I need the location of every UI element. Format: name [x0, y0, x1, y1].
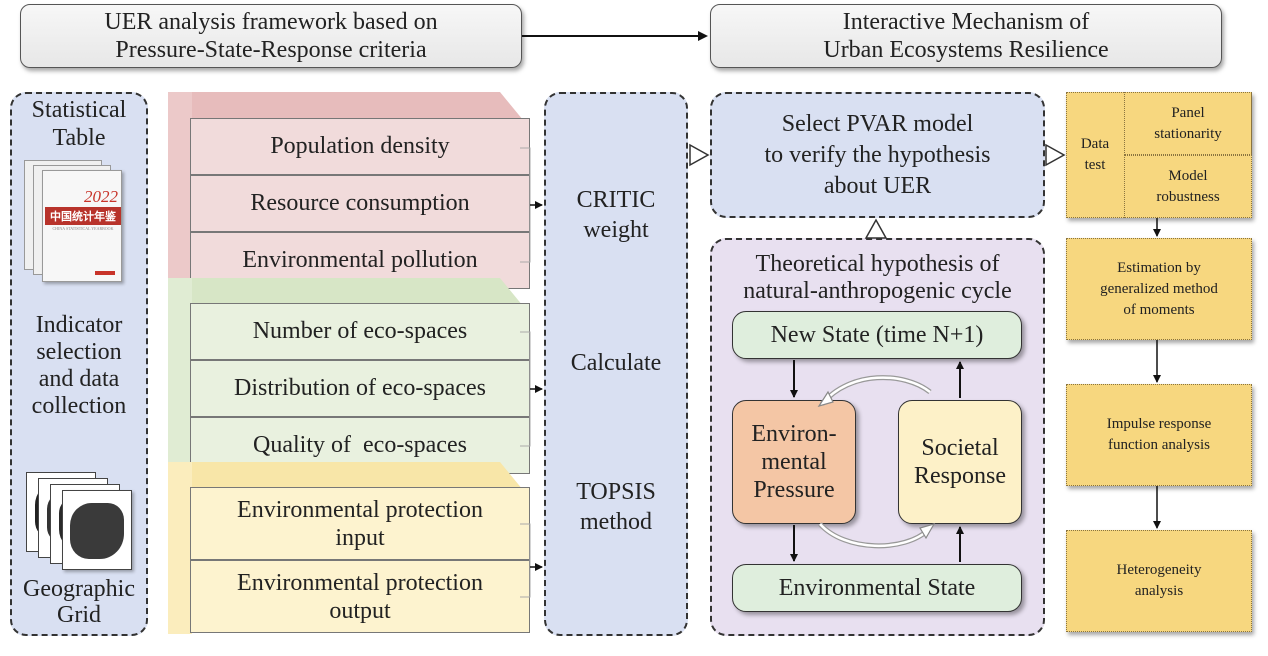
pressure-line3: Pressure — [753, 477, 835, 503]
pressure-line1: Environ- — [751, 421, 837, 447]
indicator-protection-output-line1: Environmental protection — [237, 569, 483, 596]
pvar-model-box: Select PVAR model to verify the hypothes… — [710, 92, 1045, 218]
data-test-line1: Data — [1080, 136, 1110, 152]
environmental-state-box: Environmental State — [732, 564, 1022, 612]
pressure-group-side — [168, 92, 192, 288]
estimation-line1: Estimation by — [1117, 259, 1201, 276]
state-group-side — [168, 278, 192, 474]
indicator-line4: collection — [31, 393, 127, 419]
methods-to-pvar-triangle — [689, 143, 710, 167]
indicator-distribution-eco-spaces: Distribution of eco-spaces — [190, 360, 530, 417]
response-line1: Societal — [921, 435, 999, 461]
indicator-population-density: Population density — [190, 118, 530, 175]
state-group-top — [168, 278, 523, 306]
estimation-line2: generalized method — [1100, 280, 1218, 297]
mechanism-header: Interactive Mechanism of Urban Ecosystem… — [710, 4, 1222, 68]
response-group-side — [168, 462, 192, 634]
indicator-line1: Indicator — [35, 312, 123, 338]
indicator-protection-input: Environmental protection input — [190, 487, 530, 560]
panel-line2: stationarity — [1154, 125, 1222, 142]
data-test-label: Data test — [1066, 92, 1124, 218]
hetero-line1: Heterogeneity — [1116, 562, 1202, 578]
environmental-pressure-box: Environ- mental Pressure — [732, 400, 856, 524]
framework-header-line1: UER analysis framework based on — [104, 9, 438, 35]
pvar-line3: about UER — [823, 172, 932, 199]
new-state-label: New State (time N+1) — [770, 321, 984, 348]
critic-line1: CRITIC — [576, 187, 656, 213]
new-state-box: New State (time N+1) — [732, 311, 1022, 359]
statistical-table-label: Statistical Table — [10, 94, 148, 154]
calculate-text: Calculate — [570, 349, 662, 376]
hypothesis-title-line2: natural-anthropogenic cycle — [743, 278, 1012, 304]
indicator-environmental-pollution-label: Environmental pollution — [242, 247, 478, 273]
calculate-label: Calculate — [544, 346, 688, 380]
indicator-population-density-label: Population density — [270, 133, 450, 159]
framework-header-line2: Pressure-State-Response criteria — [115, 37, 427, 63]
pvar-to-datatest-triangle — [1045, 143, 1066, 167]
indicator-line2: selection — [36, 339, 122, 365]
indicator-selection-label: Indicator selection and data collection — [10, 310, 148, 422]
hypothesis-title: Theoretical hypothesis of natural-anthro… — [710, 250, 1045, 306]
book-logo — [95, 271, 115, 275]
critic-line2: weight — [583, 217, 649, 243]
book-subtitle: CHINA STATISTICAL YEARBOOK — [52, 226, 114, 231]
statistical-table-line2: Table — [52, 125, 106, 151]
statistical-yearbook-image: 2022 中国统计年鉴 CHINA STATISTICAL YEARBOOK — [24, 160, 134, 285]
indicator-protection-output-line2: output — [329, 597, 391, 624]
indicator-resource-consumption: Resource consumption — [190, 175, 530, 232]
model-robustness-cell: Model robustness — [1124, 155, 1252, 218]
topsis-line1: TOPSIS — [576, 479, 656, 505]
indicator-quality-eco-spaces-label: Quality of eco-spaces — [253, 432, 467, 458]
book-title: 中国统计年鉴 — [45, 207, 121, 225]
topsis-method-label: TOPSIS method — [544, 476, 688, 538]
mechanism-header-line1: Interactive Mechanism of — [842, 9, 1090, 35]
panel-stationarity-cell: Panel stationarity — [1124, 92, 1252, 155]
statistical-table-line1: Statistical — [31, 97, 127, 123]
book-year: 2022 — [84, 187, 118, 206]
estimation-line3: of moments — [1123, 301, 1195, 318]
critic-weight-label: CRITIC weight — [544, 184, 688, 246]
heterogeneity-box: Heterogeneity analysis — [1066, 530, 1252, 632]
response-group-top — [168, 462, 523, 490]
indicator-number-eco-spaces: Number of eco-spaces — [190, 303, 530, 360]
societal-response-box: Societal Response — [898, 400, 1022, 524]
hypothesis-to-pvar-triangle — [864, 218, 888, 239]
pressure-group-top — [168, 92, 523, 120]
methods-panel — [544, 92, 688, 636]
indicator-resource-consumption-label: Resource consumption — [250, 190, 470, 216]
response-line2: Response — [914, 463, 1006, 489]
indicator-protection-input-line2: input — [335, 524, 385, 551]
impulse-line2: function analysis — [1107, 437, 1211, 453]
geographic-grid-line1: Geographic — [23, 576, 135, 602]
indicator-protection-input-line1: Environmental protection — [237, 496, 483, 523]
hypothesis-title-line1: Theoretical hypothesis of — [755, 251, 1000, 277]
impulse-response-box: Impulse response function analysis — [1066, 384, 1252, 486]
hetero-line2: analysis — [1134, 583, 1184, 599]
geographic-grid-label: Geographic Grid — [10, 574, 148, 630]
pvar-line1: Select PVAR model — [781, 110, 974, 137]
pvar-line2: to verify the hypothesis — [764, 141, 991, 168]
framework-header: UER analysis framework based on Pressure… — [20, 4, 522, 68]
indicator-distribution-eco-spaces-label: Distribution of eco-spaces — [234, 375, 486, 401]
environmental-state-label: Environmental State — [778, 574, 976, 601]
pressure-line2: mental — [761, 449, 827, 475]
geographic-grid-image — [26, 472, 136, 572]
robust-line1: Model — [1168, 167, 1208, 184]
estimation-gmm-box: Estimation by generalized method of mome… — [1066, 238, 1252, 340]
mechanism-header-line2: Urban Ecosystems Resilience — [823, 37, 1109, 63]
robust-line2: robustness — [1156, 188, 1220, 205]
panel-line1: Panel — [1171, 104, 1205, 121]
topsis-line2: method — [580, 509, 652, 535]
data-test-line2: test — [1084, 157, 1106, 173]
indicator-number-eco-spaces-label: Number of eco-spaces — [252, 318, 468, 344]
indicator-line3: and data — [38, 366, 120, 392]
geographic-grid-line2: Grid — [57, 602, 101, 628]
impulse-line1: Impulse response — [1106, 416, 1212, 432]
